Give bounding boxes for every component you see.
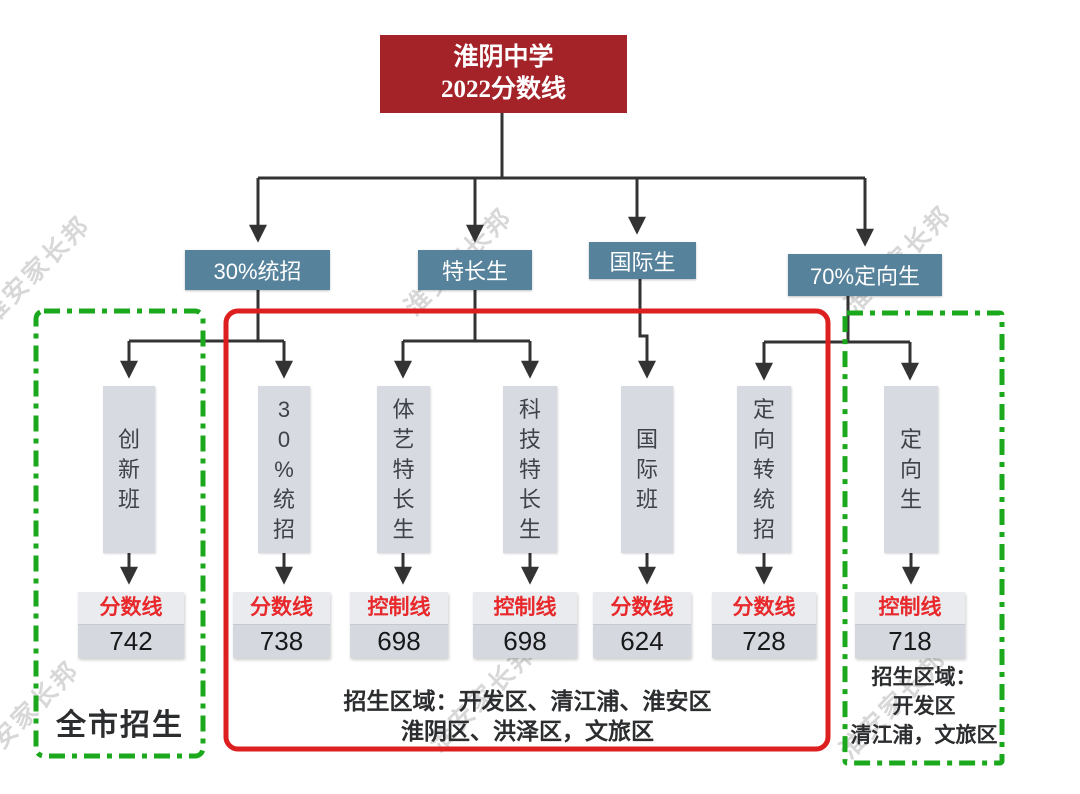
score-value: 742 xyxy=(78,625,184,658)
score-label: 分数线 xyxy=(233,592,330,625)
score-label: 控制线 xyxy=(350,592,448,625)
watermark-text: 淮安家长邦 xyxy=(0,210,97,330)
category-box-guojisheng: 国际生 xyxy=(589,242,696,279)
category-box-30pct-tongzhao: 30%统招 xyxy=(185,250,330,290)
score-box-guojiban: 分数线 624 xyxy=(593,592,691,658)
score-label: 分数线 xyxy=(712,592,816,625)
score-box-chuangxinban: 分数线 742 xyxy=(78,592,184,658)
score-value: 624 xyxy=(593,625,691,658)
score-label: 控制线 xyxy=(855,592,965,625)
score-value: 698 xyxy=(350,625,448,658)
node-label: 科技特长生 xyxy=(518,396,541,542)
score-label: 分数线 xyxy=(593,592,691,625)
category-box-techangsheng: 特长生 xyxy=(418,250,532,290)
node-box-guojiban: 国际班 xyxy=(621,386,673,553)
note-middle-line1: 招生区域：开发区、清江浦、淮安区 xyxy=(343,688,712,714)
note-citywide-enrollment: 全市招生 xyxy=(56,709,184,742)
node-label: 创新班 xyxy=(117,426,140,512)
node-label: 定向生 xyxy=(899,426,922,512)
note-middle-enrollment-regions: 招生区域：开发区、清江浦、淮安区 淮阴区、洪泽区，文旅区 xyxy=(250,686,805,747)
category-box-70pct-dingxiang: 70%定向生 xyxy=(788,254,942,296)
note-middle-line2: 淮阴区、洪泽区，文旅区 xyxy=(401,718,654,745)
score-box-tiyi: 控制线 698 xyxy=(350,592,448,658)
node-label: 国际班 xyxy=(635,426,658,512)
note-right-enrollment-regions: 招生区域： 开发区 清江浦，文旅区 xyxy=(838,664,1010,751)
score-label: 分数线 xyxy=(78,592,184,625)
score-box-keji: 控制线 698 xyxy=(473,592,577,658)
score-label: 控制线 xyxy=(473,592,577,625)
node-label: 体艺特长生 xyxy=(392,396,415,542)
node-box-dingxiangsheng: 定向生 xyxy=(884,386,938,553)
score-value: 738 xyxy=(233,625,330,658)
root-title-line1: 淮阴中学 xyxy=(453,43,554,71)
node-box-dingxiang-zhuan-tongzhao: 定向转统招 xyxy=(737,386,791,553)
note-right-line1: 招生区域： xyxy=(871,666,977,689)
root-title-box: 淮阴中学 2022分数线 xyxy=(380,35,627,113)
root-title-line2: 2022分数线 xyxy=(440,76,566,103)
note-right-line3: 清江浦，文旅区 xyxy=(850,723,998,747)
node-box-keji-techangsheng: 科技特长生 xyxy=(503,386,557,553)
score-value: 728 xyxy=(712,625,816,658)
score-box-dingxiang-zhuan: 分数线 728 xyxy=(712,592,816,658)
note-right-line2: 开发区 xyxy=(892,694,956,718)
node-label: 定向转统招 xyxy=(752,396,775,542)
score-value: 718 xyxy=(855,625,965,658)
node-box-tiyi-techangsheng: 体艺特长生 xyxy=(377,386,430,553)
score-box-dingxiangsheng: 控制线 718 xyxy=(855,592,965,658)
node-box-chuangxinban: 创新班 xyxy=(103,386,155,553)
score-value: 698 xyxy=(473,625,577,658)
score-box-30pct-tongzhao: 分数线 738 xyxy=(233,592,330,658)
